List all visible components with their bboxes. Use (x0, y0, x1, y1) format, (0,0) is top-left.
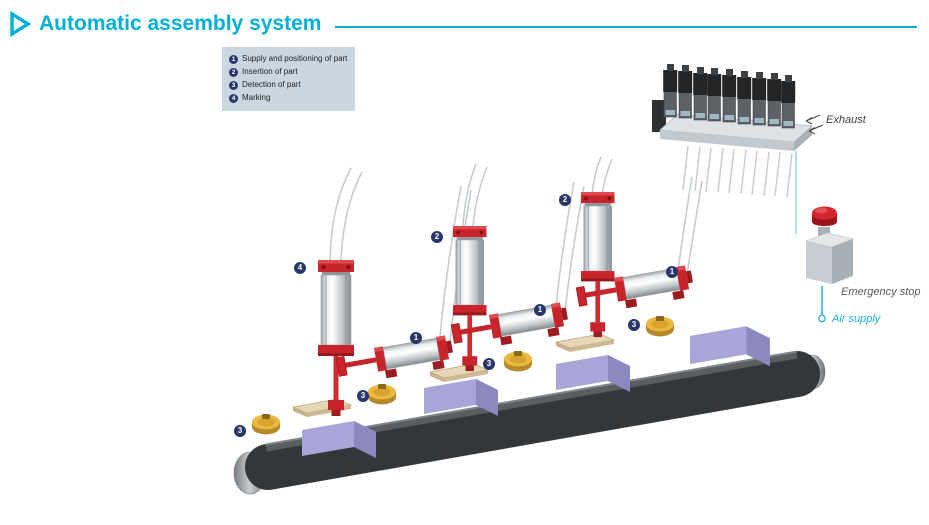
step-badge: 1 (410, 332, 422, 344)
step-3-badge: 3 (229, 80, 238, 90)
step-badge: 3 (628, 319, 640, 331)
solenoid-valve (780, 74, 796, 129)
solenoid-valve (706, 67, 722, 122)
air-supply-label: Air supply (832, 313, 881, 325)
legend-item: 3 Detection of part (229, 80, 348, 90)
step-badge: 4 (294, 262, 306, 274)
step-badge: 3 (357, 390, 369, 402)
yellow-part (368, 384, 396, 405)
legend-item: 4 Marking (229, 93, 348, 103)
yellow-part (646, 316, 674, 337)
step-badge: 1 (534, 304, 546, 316)
page-title: Automatic assembly system (39, 12, 322, 35)
step-badge: 1 (666, 266, 678, 278)
step-4-badge: 4 (229, 93, 238, 103)
step-badge: 3 (483, 358, 495, 370)
legend-label: Supply and positioning of part (242, 54, 348, 63)
step-badge: 2 (431, 231, 443, 243)
legend-label: Marking (242, 93, 271, 103)
manifold-tubes (682, 145, 793, 198)
triangle-right-icon (10, 11, 32, 37)
solenoid-valve-manifold (652, 63, 813, 198)
legend-item: 1 Supply and positioning of part (229, 54, 348, 64)
solenoid-valve (721, 68, 737, 123)
step-badge: 3 (234, 425, 246, 437)
solenoid-valve (766, 72, 782, 127)
manifold-end-block (652, 100, 666, 132)
step-badge: 2 (559, 194, 571, 206)
step-2-badge: 2 (229, 67, 238, 77)
workpiece-box (690, 326, 770, 367)
vertical-cylinder-insertion (580, 191, 615, 338)
header: Automatic assembly system (0, 0, 929, 40)
solenoid-valve (662, 63, 678, 118)
header-rule (335, 25, 917, 28)
legend-box: 1 Supply and positioning of part 2 Inser… (222, 47, 355, 112)
solenoid-valve (736, 70, 752, 125)
exhaust-label: Exhaust (826, 114, 866, 126)
solenoid-valve (677, 64, 693, 119)
emergency-stop-assembly (795, 151, 855, 323)
exhaust-arrows-icon (805, 114, 824, 135)
conveyor-belt (233, 350, 826, 495)
emergency-stop-label: Emergency stop (841, 286, 921, 298)
guide-plate (555, 333, 615, 353)
solenoid-valve (692, 66, 708, 121)
yellow-part (252, 414, 280, 435)
yellow-part (504, 351, 532, 372)
legend-item: 2 Insertion of part (229, 67, 348, 77)
solenoid-valve (751, 71, 767, 126)
legend-label: Insertion of part (242, 67, 298, 77)
legend-label: Detection of part (242, 80, 301, 90)
step-1-badge: 1 (229, 54, 238, 64)
vertical-cylinder-insertion (452, 225, 487, 372)
vertical-cylinder-marking (317, 259, 355, 417)
air-supply-port-icon (818, 314, 826, 323)
